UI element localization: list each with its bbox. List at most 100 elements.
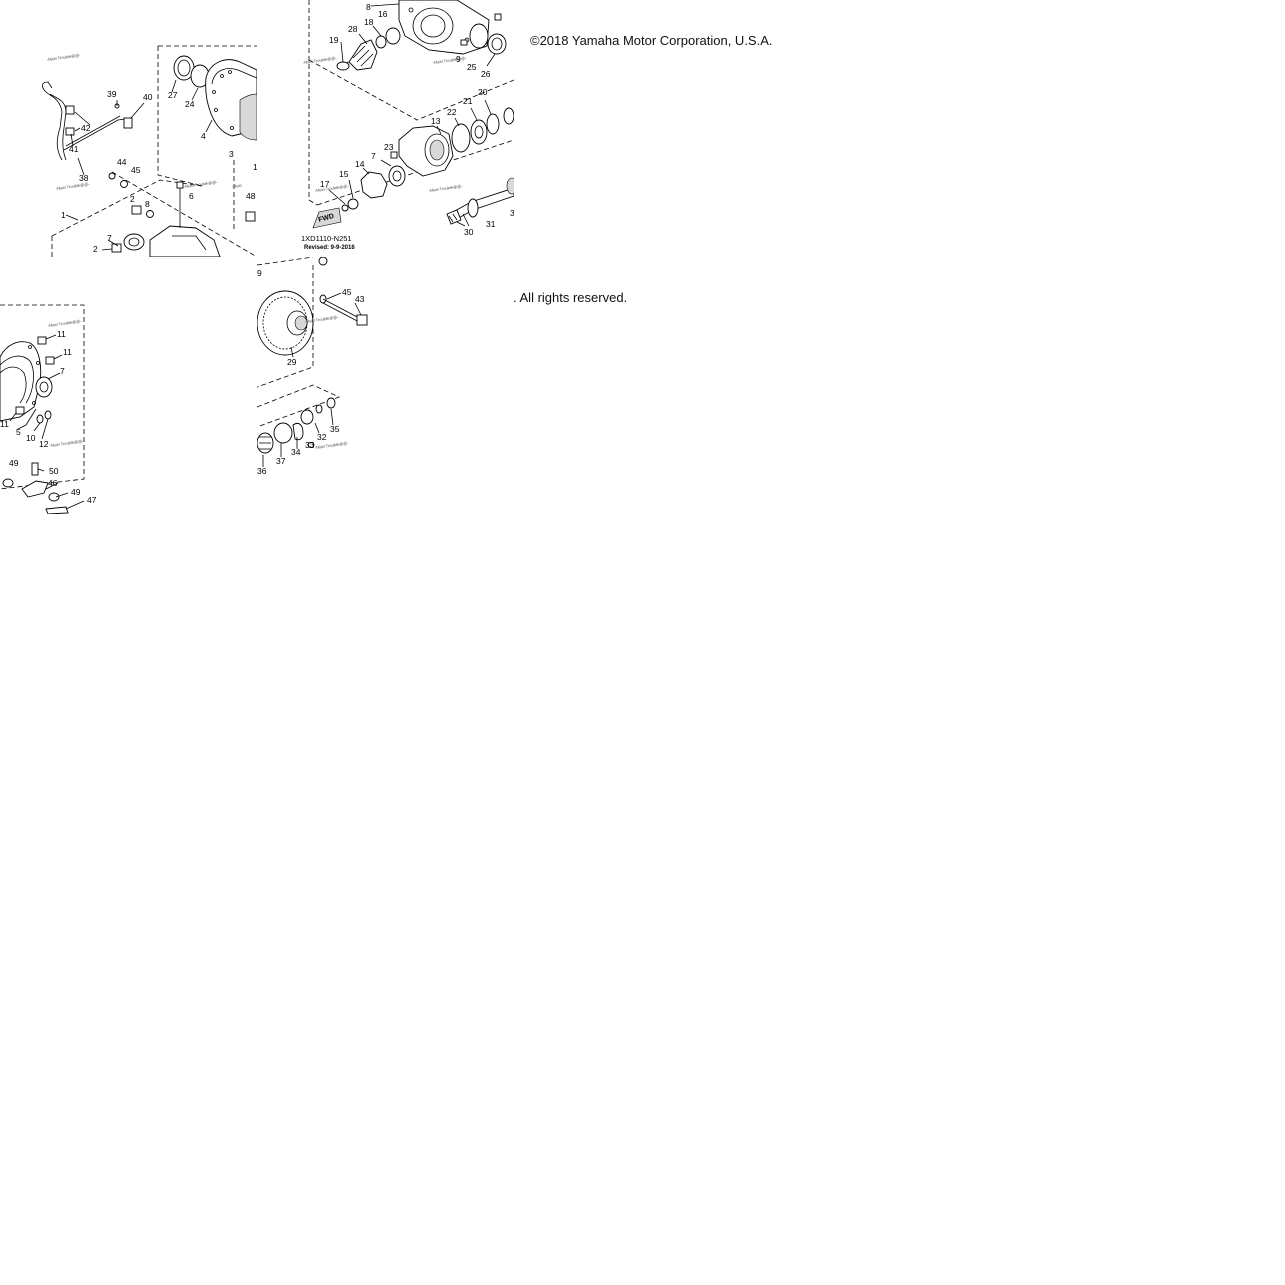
bolt-part <box>390 151 398 159</box>
bearing <box>385 27 401 45</box>
bolt-part <box>45 506 69 514</box>
bolt-part <box>111 243 122 253</box>
clamp-part <box>65 127 75 136</box>
bracket-part <box>123 117 133 129</box>
exploded-view-lower-left: -Main Trouble@@- -Main Trouble@@- 11 11 … <box>0 304 97 514</box>
label-17: 17 <box>320 179 330 189</box>
label-41: 41 <box>69 144 79 154</box>
label-18: 18 <box>364 17 374 27</box>
bolt-part <box>494 13 502 21</box>
o-ring <box>469 23 489 49</box>
ring-gear <box>257 290 314 356</box>
label-49b: 49 <box>71 487 81 497</box>
washer-part <box>36 414 44 424</box>
label-48: 48 <box>246 191 256 201</box>
label-26: 26 <box>481 69 491 79</box>
label-12: 12 <box>39 439 49 449</box>
drive-shaft <box>452 187 514 221</box>
label-6: 6 <box>189 191 194 201</box>
label-45: 45 <box>131 165 141 175</box>
washer-part <box>326 397 336 409</box>
label-43: 43 <box>355 294 365 304</box>
svg-text:-Main Trouble@@-: -Main Trouble@@- <box>314 183 349 193</box>
label-3: 3 <box>229 149 234 159</box>
bearing-housing <box>398 125 454 177</box>
copyright-line-2: . All rights reserved. <box>513 290 628 305</box>
svg-text:-Main: -Main <box>231 183 242 189</box>
shim <box>336 61 350 71</box>
label-11b: 11 <box>63 347 72 357</box>
bolt-part <box>356 314 368 326</box>
label-32: 32 <box>317 432 327 442</box>
circlip <box>315 404 323 414</box>
fwd-arrow-icon: FWD <box>312 207 342 229</box>
label-47: 47 <box>87 495 97 505</box>
bearing <box>470 119 488 145</box>
label-35: 35 <box>330 424 340 434</box>
label-49: 49 <box>9 458 19 468</box>
o-ring <box>451 123 471 153</box>
pinion-gear <box>348 39 378 71</box>
bracket-part <box>21 480 49 498</box>
oil-seal <box>123 233 145 251</box>
label-7: 7 <box>107 233 112 243</box>
exploded-view-lower-middle: -Main Trouble@@- -Main Trouble@@- 9 45 4… <box>257 257 368 476</box>
washer-part <box>108 172 116 180</box>
bolt-part <box>460 39 468 46</box>
clamp-part <box>65 105 75 115</box>
nut-part <box>307 442 315 448</box>
fwd-label: FWD <box>318 213 335 224</box>
revised-date: Revised: 9-9-2016 <box>304 245 355 251</box>
label-38: 38 <box>79 173 89 183</box>
nut-part <box>341 204 349 212</box>
label-46: 46 <box>48 478 58 488</box>
label-33: 33 <box>305 440 315 450</box>
label-10: 10 <box>26 433 36 443</box>
label-9: 9 <box>456 54 461 64</box>
label-9: 9 <box>257 268 262 278</box>
label-36: 36 <box>257 466 267 476</box>
svg-text:-Main Trouble@@-: -Main Trouble@@- <box>49 438 84 448</box>
washer-part <box>347 198 359 210</box>
washer-part <box>2 478 14 488</box>
washer-part <box>120 180 128 188</box>
label-3: 3 <box>510 208 514 218</box>
label-45: 45 <box>342 287 352 297</box>
label-34: 34 <box>291 447 301 457</box>
label-24: 24 <box>185 99 195 109</box>
label-50: 50 <box>49 466 59 476</box>
svg-text:-Main Trouble@@-: -Main Trouble@@- <box>314 440 349 450</box>
label-23: 23 <box>384 142 394 152</box>
washer-part <box>146 210 154 218</box>
pinion-gear <box>273 422 293 444</box>
label-1b: 1 <box>253 162 257 172</box>
oil-seal <box>487 33 507 55</box>
label-7: 7 <box>371 151 376 161</box>
label-39: 39 <box>107 89 117 99</box>
o-ring <box>44 410 52 420</box>
bolt-part <box>176 181 184 189</box>
diagram-tile-upper-middle: FWD -Main Trouble@@- -Main Trouble@@- -M… <box>257 0 514 257</box>
coupling <box>360 171 388 199</box>
collar <box>375 35 387 49</box>
drawing-code: 1XD1110-N251 <box>301 234 352 243</box>
label-11c: 11 <box>0 419 9 429</box>
bolt-part <box>15 406 25 415</box>
label-2b: 2 <box>93 244 98 254</box>
label-8: 8 <box>145 199 150 209</box>
washer-part <box>318 257 328 266</box>
svg-text:-Main Trouble@@-: -Main Trouble@@- <box>304 314 339 324</box>
svg-text:-Main Trouble@@-: -Main Trouble@@- <box>55 181 90 191</box>
label-22: 22 <box>447 107 457 117</box>
label-37: 37 <box>276 456 286 466</box>
oil-seal <box>388 165 406 187</box>
bolt-part <box>131 205 142 215</box>
circlip <box>486 113 500 135</box>
exploded-view-upper-middle: FWD -Main Trouble@@- -Main Trouble@@- -M… <box>301 0 514 251</box>
label-14: 14 <box>355 159 365 169</box>
label-30: 30 <box>464 227 474 237</box>
label-29: 29 <box>287 357 297 367</box>
svg-text:-Main Trouble@@-: -Main Trouble@@- <box>183 179 218 189</box>
washer-part <box>48 492 60 502</box>
diagram-tile-lower-middle: -Main Trouble@@- -Main Trouble@@- 9 45 4… <box>257 257 514 514</box>
